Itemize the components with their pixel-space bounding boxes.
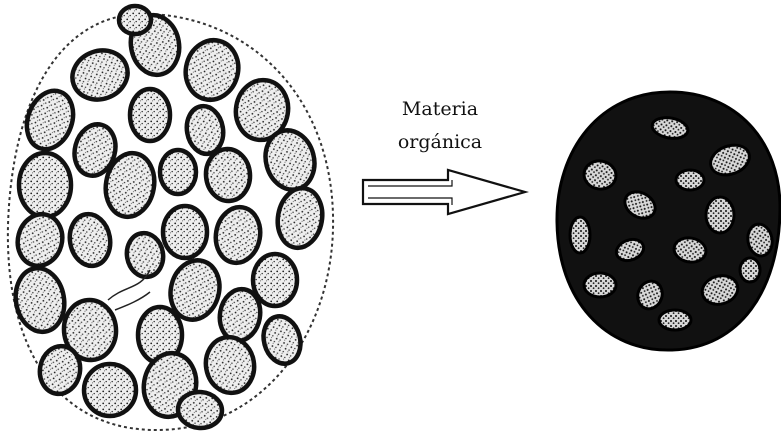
grain: [179, 34, 245, 105]
grain: [123, 230, 166, 280]
grain: [706, 197, 734, 233]
grain: [202, 333, 259, 396]
grain: [119, 6, 151, 34]
grain: [12, 209, 68, 271]
grain: [211, 204, 264, 267]
grain: [204, 147, 252, 203]
grain: [163, 206, 207, 258]
grain: [160, 150, 196, 194]
hollow-right-arrow-icon: [363, 170, 525, 214]
grain: [84, 364, 136, 416]
grain: [273, 185, 327, 252]
grain: [253, 254, 297, 306]
grain: [65, 43, 134, 107]
aggregated-particle-cluster-icon: [557, 92, 780, 350]
grain: [740, 258, 760, 282]
grain: [19, 153, 71, 217]
arrow-label-line-1: Materia: [376, 100, 504, 119]
grain: [584, 273, 616, 297]
arrow-label-line-2: orgánica: [376, 133, 504, 152]
grain: [19, 84, 81, 155]
grain: [676, 170, 704, 190]
grain: [258, 312, 305, 368]
left-grains: [11, 6, 327, 430]
grain: [570, 217, 590, 253]
grain: [177, 390, 224, 430]
grain: [130, 89, 170, 141]
grain: [66, 211, 114, 269]
grain: [659, 310, 691, 330]
grain: [11, 264, 69, 335]
loose-particle-cluster-icon: [8, 6, 333, 430]
